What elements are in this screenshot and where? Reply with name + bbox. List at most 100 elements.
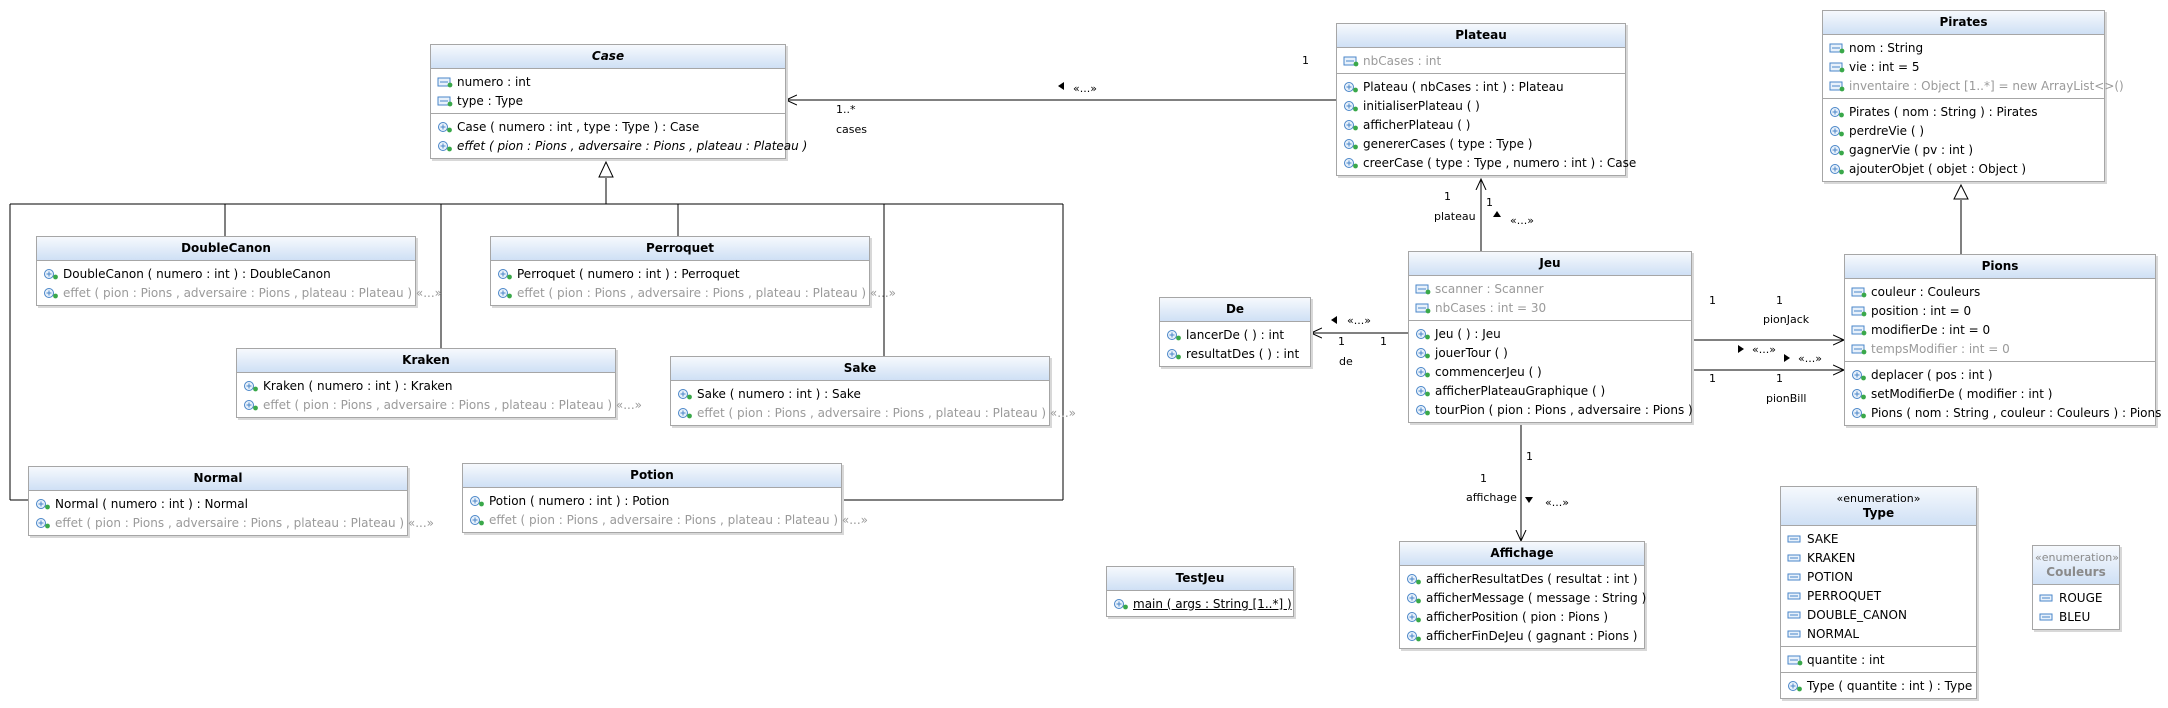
attribute-row[interactable]: inventaire : Object [1..*] = new ArrayLi… xyxy=(1829,76,2124,95)
operation-row[interactable]: afficherPosition ( pion : Pions ) xyxy=(1406,607,1640,626)
enum-literal[interactable]: DOUBLE_CANON xyxy=(1787,605,1972,624)
attribute-row[interactable]: tempsModifier : int = 0 xyxy=(1851,339,2151,358)
operation-row[interactable]: perdreVie ( ) xyxy=(1829,121,2100,140)
operation-row[interactable]: afficherPlateauGraphique ( ) xyxy=(1415,381,1687,400)
operation-row[interactable]: commencerJeu ( ) xyxy=(1415,362,1687,381)
attribute-row[interactable]: position : int = 0 xyxy=(1851,301,2151,320)
attribute-row[interactable]: scanner : Scanner xyxy=(1415,279,1687,298)
operation-icon xyxy=(1416,347,1430,358)
operation-row[interactable]: effet ( pion : Pions , adversaire : Pion… xyxy=(469,510,868,529)
operation-row[interactable]: resultatDes ( ) : int xyxy=(1166,344,1306,363)
operation-row[interactable]: effet ( pion : Pions , adversaire : Pion… xyxy=(437,136,807,155)
class-header: Pirates xyxy=(1823,11,2104,35)
operation-row[interactable]: jouerTour ( ) xyxy=(1415,343,1687,362)
generalization-triangle-pirates xyxy=(1953,183,1969,200)
operation-row[interactable]: DoubleCanon ( numero : int ) : DoubleCan… xyxy=(43,264,411,283)
attribute-row-text: type : Type xyxy=(457,93,524,108)
enum-literal[interactable]: SAKE xyxy=(1787,529,1972,548)
attribute-row[interactable]: type : Type xyxy=(437,91,781,110)
operation-row[interactable]: Kraken ( numero : int ) : Kraken xyxy=(243,376,611,395)
enum-literal[interactable]: POTION xyxy=(1787,567,1972,586)
operation-row[interactable]: Potion ( numero : int ) : Potion xyxy=(469,491,837,510)
enum-literal[interactable]: ROUGE xyxy=(2039,588,2115,607)
operation-row[interactable]: afficherFinDeJeu ( gagnant : Pions ) xyxy=(1406,626,1640,645)
operation-row[interactable]: effet ( pion : Pions , adversaire : Pion… xyxy=(677,403,1076,422)
operation-row[interactable]: afficherMessage ( message : String ) xyxy=(1406,588,1646,607)
operation-icon xyxy=(1407,630,1421,641)
operation-row[interactable]: ajouterObjet ( objet : Object ) xyxy=(1829,159,2100,178)
operation-row[interactable]: effet ( pion : Pions , adversaire : Pion… xyxy=(243,395,642,414)
operation-icon xyxy=(678,407,692,418)
attribute-icon xyxy=(1829,62,1845,72)
operation-row[interactable]: effet ( pion : Pions , adversaire : Pion… xyxy=(35,513,434,532)
operation-row[interactable]: Pions ( nom : String , couleur : Couleur… xyxy=(1851,403,2161,422)
class-name: Type xyxy=(1862,506,1895,520)
operation-row[interactable]: gagnerVie ( pv : int ) xyxy=(1829,140,2100,159)
attribute-icon xyxy=(1851,325,1867,335)
attribute-row[interactable]: vie : int = 5 xyxy=(1829,57,2100,76)
operation-row[interactable]: initialiserPlateau ( ) xyxy=(1343,96,1621,115)
operation-row[interactable]: Sake ( numero : int ) : Sake xyxy=(677,384,1045,403)
attribute-row[interactable]: modifierDe : int = 0 xyxy=(1851,320,2151,339)
operations-section: DoubleCanon ( numero : int ) : DoubleCan… xyxy=(37,261,442,305)
operation-row-text: effet ( pion : Pions , adversaire : Pion… xyxy=(457,138,808,153)
attribute-row[interactable]: couleur : Couleurs xyxy=(1851,282,2151,301)
attribute-row[interactable]: nbCases : int xyxy=(1343,51,1621,70)
operation-row-text: afficherFinDeJeu ( gagnant : Pions ) xyxy=(1426,628,1638,643)
operation-row[interactable]: Jeu ( ) : Jeu xyxy=(1415,324,1687,343)
operation-row[interactable]: main ( args : String [1..*] ) xyxy=(1113,594,1292,613)
operation-row[interactable]: Type ( quantite : int ) : Type xyxy=(1787,676,1972,695)
attribute-row[interactable]: quantite : int xyxy=(1787,650,1972,669)
operation-row[interactable]: deplacer ( pos : int ) xyxy=(1851,365,2151,384)
operation-row[interactable]: Normal ( numero : int ) : Normal xyxy=(35,494,403,513)
operation-row[interactable]: creerCase ( type : Type , numero : int )… xyxy=(1343,153,1636,172)
operation-row[interactable]: Perroquet ( numero : int ) : Perroquet xyxy=(497,264,865,283)
operation-row[interactable]: tourPion ( pion : Pions , adversaire : P… xyxy=(1415,400,1693,419)
operation-row[interactable]: lancerDe ( ) : int xyxy=(1166,325,1306,344)
operation-icon xyxy=(1407,592,1421,603)
operation-row-text: Jeu ( ) : Jeu xyxy=(1435,326,1501,341)
mult-jeu-affichage-b: 1 xyxy=(1480,472,1487,485)
operation-row[interactable]: Pirates ( nom : String ) : Pirates xyxy=(1829,102,2100,121)
operation-row[interactable]: setModifierDe ( modifier : int ) xyxy=(1851,384,2151,403)
mult-jeu-plateau-b: 1 xyxy=(1486,196,1493,209)
enum-literal[interactable]: PERROQUET xyxy=(1787,586,1972,605)
class-header: TestJeu xyxy=(1107,567,1293,591)
attribute-row[interactable]: numero : int xyxy=(437,72,781,91)
class-testjeu[interactable]: TestJeu main ( args : String [1..*] ) xyxy=(1106,566,1294,617)
enum-literal[interactable]: KRAKEN xyxy=(1787,548,1972,567)
attribute-row[interactable]: nbCases : int = 30 xyxy=(1415,298,1687,317)
operation-row[interactable]: afficherPlateau ( ) xyxy=(1343,115,1621,134)
attribute-row[interactable]: nom : String xyxy=(1829,38,2100,57)
operation-row[interactable]: genererCases ( type : Type ) xyxy=(1343,134,1621,153)
operation-row[interactable]: Plateau ( nbCases : int ) : Plateau xyxy=(1343,77,1621,96)
enum-literal[interactable]: BLEU xyxy=(2039,607,2115,626)
operation-row[interactable]: effet ( pion : Pions , adversaire : Pion… xyxy=(43,283,442,302)
operation-icon xyxy=(1344,157,1358,168)
operation-row[interactable]: Case ( numero : int , type : Type ) : Ca… xyxy=(437,117,781,136)
mult-jeu-pionjack-a: 1 xyxy=(1709,294,1716,307)
class-header: Perroquet xyxy=(491,237,869,261)
enum-literal[interactable]: NORMAL xyxy=(1787,624,1972,643)
operation-icon xyxy=(1407,573,1421,584)
operation-row[interactable]: effet ( pion : Pions , adversaire : Pion… xyxy=(497,283,896,302)
operation-row[interactable]: afficherResultatDes ( resultat : int ) xyxy=(1406,569,1640,588)
